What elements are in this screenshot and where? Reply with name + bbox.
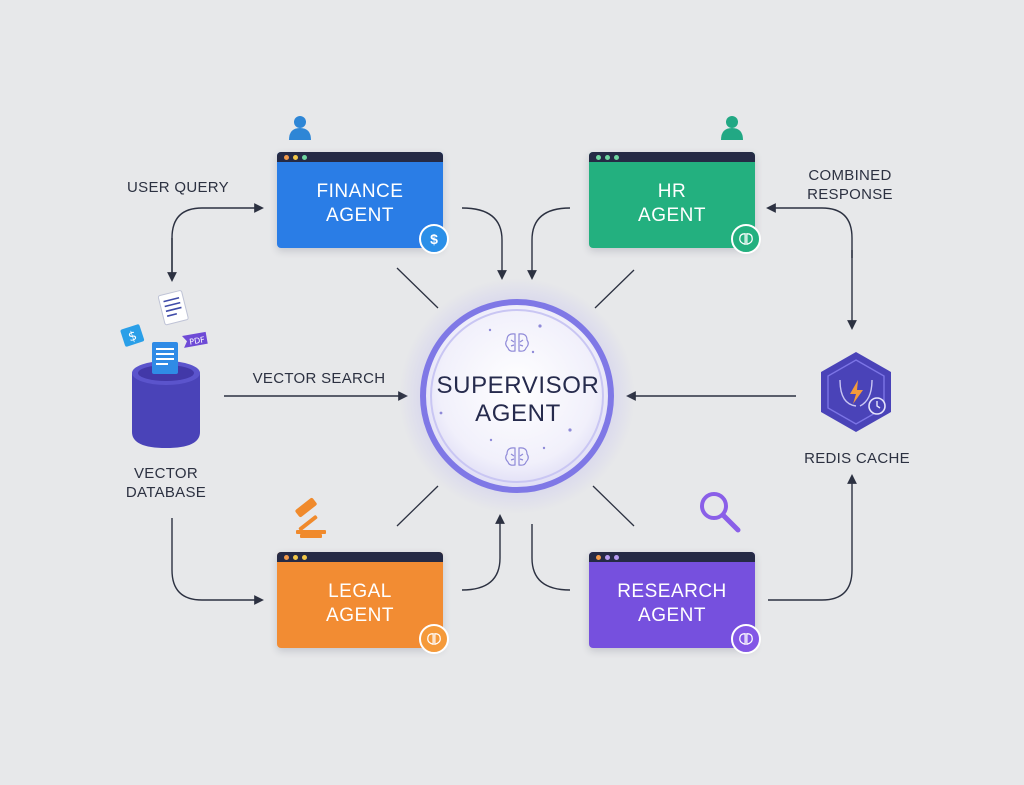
supervisor-agent-title[interactable]: SUPERVISOR AGENT <box>436 372 600 427</box>
hr-agent-window[interactable]: HR AGENT <box>589 152 761 254</box>
dollar-icon: $ <box>419 224 449 254</box>
window-dot <box>605 555 610 560</box>
agent-title: LEGAL AGENT <box>326 581 394 626</box>
brain-icon <box>419 624 449 654</box>
supervisor-inner-ring <box>430 309 604 483</box>
window-dot <box>596 555 601 560</box>
window-dot <box>293 155 298 160</box>
window-titlebar <box>277 552 443 562</box>
brain-icon <box>731 224 761 254</box>
line-research-to-supervisor <box>531 524 571 591</box>
document-icon <box>152 342 178 374</box>
window-dot <box>605 155 610 160</box>
agent-title: HR AGENT <box>638 181 706 226</box>
document-icon <box>157 290 189 326</box>
arrow-research-to-redis <box>768 474 857 601</box>
window-dot <box>293 555 298 560</box>
brain-icon <box>731 624 761 654</box>
spoke-legal <box>396 485 439 527</box>
legal-agent-window[interactable]: LEGAL AGENT <box>277 552 449 654</box>
sparkle-icons <box>439 324 572 450</box>
spoke-research <box>592 485 635 527</box>
brain-icon <box>505 333 529 352</box>
gavel-icon <box>295 498 326 538</box>
window-dot <box>284 155 289 160</box>
window-dot <box>614 155 619 160</box>
brain-icon <box>505 447 529 466</box>
window-titlebar <box>277 152 443 162</box>
redis-cache-label: REDIS CACHE <box>804 450 910 467</box>
spoke-hr <box>594 269 635 309</box>
arrow-redis-to-hr <box>766 203 853 258</box>
combined-response-label: COMBINED RESPONSE <box>807 167 893 203</box>
vector-database-icon: $ PDF <box>120 290 208 448</box>
arrow-user-query-to-finance <box>171 203 264 278</box>
window-titlebar <box>589 552 755 562</box>
arrow-legal-to-supervisor <box>461 514 505 591</box>
agent-title: RESEARCH AGENT <box>617 581 727 626</box>
supervisor-node <box>420 299 614 493</box>
vector-search-label: VECTOR SEARCH <box>252 370 386 387</box>
spoke-finance <box>396 267 439 309</box>
pdf-icon: PDF <box>182 331 208 348</box>
window-dot <box>284 555 289 560</box>
window-dot <box>614 555 619 560</box>
person-icon <box>289 116 311 140</box>
window-dot <box>302 155 307 160</box>
window-dot <box>302 555 307 560</box>
user-query-label: USER QUERY <box>127 179 229 196</box>
agent-title: FINANCE AGENT <box>316 181 404 226</box>
svg-text:PDF: PDF <box>189 335 206 347</box>
magnifier-icon <box>700 492 741 533</box>
finance-agent-window[interactable]: FINANCE AGENT $ <box>277 152 449 254</box>
arrow-finance-to-supervisor <box>461 207 507 280</box>
window-titlebar <box>589 152 755 162</box>
invoice-icon: $ <box>120 324 145 347</box>
person-icon <box>721 116 743 140</box>
window-dot <box>596 155 601 160</box>
research-agent-window[interactable]: RESEARCH AGENT <box>589 552 761 654</box>
arrow-hr-to-supervisor <box>527 207 571 280</box>
arrow-database-to-legal <box>171 518 264 605</box>
vector-database-label: VECTOR DATABASE <box>125 465 207 501</box>
redis-cache-icon <box>821 352 891 432</box>
